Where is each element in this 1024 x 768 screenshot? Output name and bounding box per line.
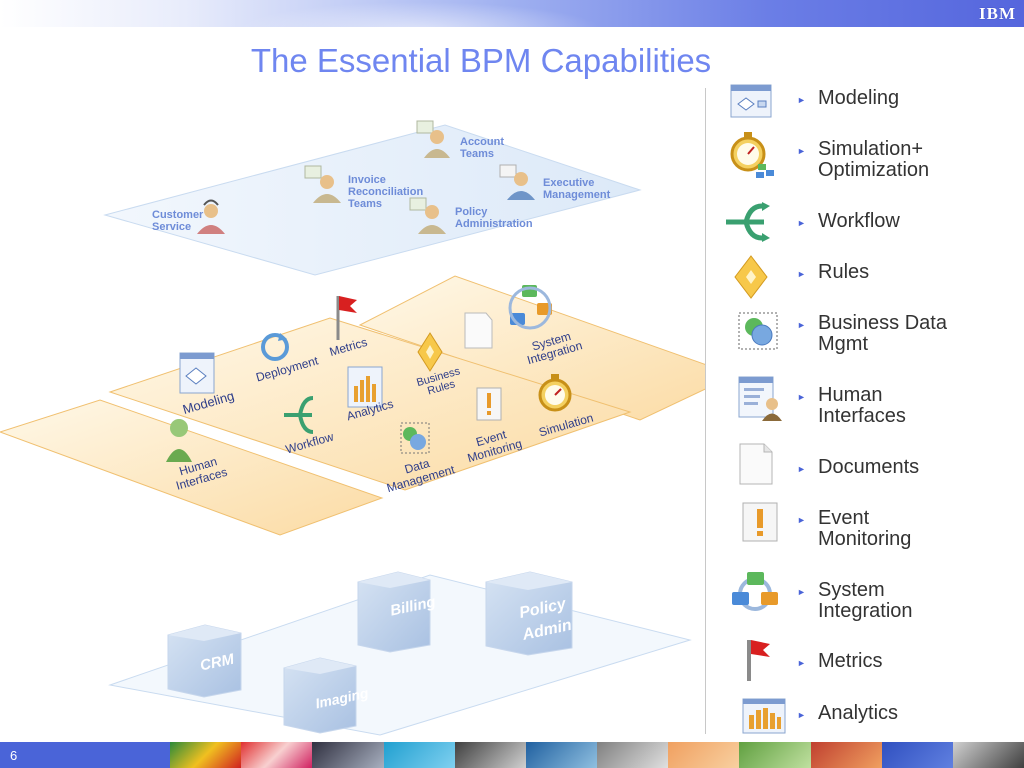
- capability-documents: Documents: [818, 456, 920, 478]
- cycle-icon: [732, 572, 778, 611]
- bpm-layers-diagram: [0, 120, 705, 736]
- data-circles-icon: [738, 312, 778, 350]
- roles-plane: [103, 124, 642, 276]
- bullet: ►: [797, 218, 806, 228]
- data-circles-icon-layer: [400, 422, 430, 454]
- flag-icon-metrics: [336, 296, 357, 340]
- role-account-teams: Account Teams: [460, 136, 504, 160]
- exclamation-icon-event: [476, 387, 502, 421]
- form-person-icon: [738, 376, 782, 421]
- bullet: ►: [797, 269, 806, 279]
- capability-metrics: Metrics: [818, 650, 883, 672]
- capability-business-data-mgmt: Business Data Mgmt: [818, 312, 947, 355]
- capability-rules: Rules: [818, 261, 870, 283]
- role-executive-management: Executive Management: [543, 177, 611, 201]
- bullet: ►: [797, 587, 806, 597]
- flag-icon: [747, 640, 770, 681]
- bullet: ►: [797, 710, 806, 720]
- person-icon-invoice: [304, 165, 341, 203]
- document-icon: [739, 443, 773, 485]
- stopwatch-icon-simulation: [538, 374, 572, 412]
- person-icon-executive: [499, 164, 535, 200]
- page-number: 6: [10, 748, 18, 763]
- policy-admin-box: [485, 571, 573, 656]
- diamond-icon: [734, 255, 768, 299]
- modeling-icon: [730, 84, 772, 118]
- bar-chart-icon-analytics: [347, 366, 383, 408]
- slide-title: The Essential BPM Capabilities: [250, 42, 712, 79]
- footer-image-strip: [170, 742, 1024, 768]
- header-bar: [0, 0, 1024, 27]
- crm-box: [167, 624, 242, 698]
- bullet: ►: [797, 95, 806, 105]
- role-policy-administration: Policy Administration: [455, 206, 533, 230]
- capability-workflow: Workflow: [818, 210, 900, 232]
- capability-system-integration: System Integration: [818, 579, 913, 622]
- person-icon-account: [416, 120, 450, 158]
- stopwatch-icon: [730, 132, 774, 178]
- exclamation-icon: [742, 502, 778, 542]
- imaging-box: [283, 657, 357, 734]
- ibm-logo: IBM: [979, 4, 1016, 23]
- capability-modeling: Modeling: [818, 87, 900, 109]
- role-invoice-reconciliation: Invoice Reconciliation Teams: [348, 174, 424, 210]
- capability-event-monitoring: Event Monitoring: [818, 507, 912, 550]
- bullet: ►: [797, 464, 806, 474]
- capability-simulation-optimization: Simulation+ Optimization: [818, 138, 930, 181]
- bullet: ►: [797, 515, 806, 525]
- person-icon-customer-service: [197, 199, 225, 234]
- cycle-icon-deployment: [261, 333, 289, 361]
- layer-strip-left: [0, 399, 384, 536]
- column-divider: [705, 88, 706, 734]
- modeling-icon-layer: [179, 352, 215, 394]
- bullet: ►: [797, 320, 806, 330]
- workflow-arrows-icon: [726, 202, 770, 242]
- bullet: ►: [797, 146, 806, 156]
- person-icon-human-interfaces: [166, 419, 192, 462]
- billing-box: [357, 571, 431, 653]
- capability-analytics: Analytics: [818, 702, 899, 724]
- person-icon-policy: [409, 197, 446, 234]
- bar-chart-icon: [742, 698, 786, 734]
- role-customer-service: Customer Service: [152, 209, 204, 233]
- capability-human-interfaces: Human Interfaces: [818, 384, 906, 427]
- bullet: ►: [797, 392, 806, 402]
- document-icon-layer: [464, 312, 493, 349]
- diamond-icon-rules: [417, 332, 443, 372]
- bullet: ►: [797, 658, 806, 668]
- workflow-arrows-icon-layer: [284, 396, 314, 434]
- system-integration-icon-layer: [508, 285, 552, 330]
